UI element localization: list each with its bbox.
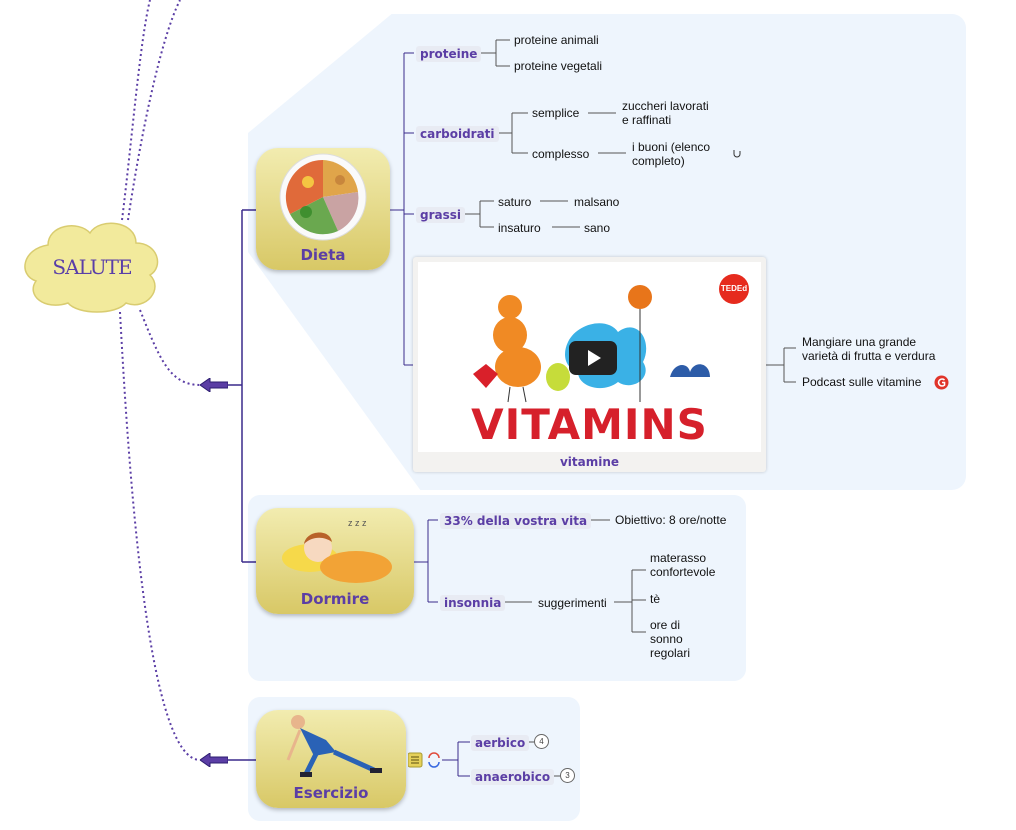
central-cloud-shape	[24, 222, 159, 313]
topic-esercizio[interactable]: Esercizio	[256, 710, 406, 808]
leaf-mangiare[interactable]: Mangiare una grande varietà di frutta e …	[802, 335, 935, 363]
subtopic-33-percent[interactable]: 33% della vostra vita	[440, 513, 592, 529]
video-caption: vitamine	[559, 455, 620, 469]
leaf-podcast[interactable]: Podcast sulle vitamine	[802, 375, 922, 389]
leaf-line: ore di	[650, 618, 681, 632]
sleeping-person-icon: z z z	[282, 518, 392, 583]
topic-dormire[interactable]: z z z Dormire	[256, 508, 414, 614]
subtopic-insonnia[interactable]: insonnia	[440, 595, 506, 611]
food-plate-icon	[279, 153, 367, 241]
leaf-proteine-vegetali[interactable]: proteine vegetali	[514, 59, 603, 73]
leaf-line: materasso	[650, 551, 707, 565]
leaf-buoni[interactable]: i buoni (elenco completo)	[632, 140, 710, 168]
leaf-insaturo[interactable]: insaturo	[498, 221, 541, 235]
subtopic-grassi[interactable]: grassi	[416, 207, 466, 223]
subtopic-proteine[interactable]: proteine	[416, 46, 482, 62]
leaf-line: Mangiare una grande	[802, 335, 917, 349]
leaf-malsano[interactable]: malsano	[574, 195, 620, 209]
leaf-proteine-animali[interactable]: proteine animali	[514, 33, 599, 47]
play-icon	[588, 350, 601, 366]
leaf-line: i buoni (elenco	[632, 140, 711, 154]
topic-label: Dieta	[300, 246, 346, 264]
topic-label: Esercizio	[293, 784, 369, 802]
notes-sync-icon[interactable]	[408, 752, 442, 768]
leaf-line: confortevole	[650, 565, 716, 579]
leaf-zuccheri[interactable]: zuccheri lavorati e raffinati	[622, 99, 709, 127]
child-count-badge[interactable]: 3	[560, 768, 575, 783]
topic-label: Dormire	[300, 590, 370, 608]
subtopic-aerbico[interactable]: aerbico	[471, 735, 530, 751]
video-thumbnail[interactable]: VITAMINS TEDEd	[418, 262, 761, 452]
collapse-arrow-icon[interactable]	[200, 378, 228, 392]
leaf-sano[interactable]: sano	[584, 221, 611, 235]
leaf-suggerimenti[interactable]: suggerimenti	[538, 596, 607, 610]
leaf-saturo[interactable]: saturo	[498, 195, 532, 209]
leaf-complesso[interactable]: complesso	[532, 147, 590, 161]
central-topic-label[interactable]: SALUTE	[52, 255, 132, 279]
leaf-line: completo)	[632, 154, 685, 168]
video-title: VITAMINS	[471, 400, 708, 449]
video-vitamine[interactable]: VITAMINS TEDEd vitamine	[413, 257, 766, 472]
leaf-semplice[interactable]: semplice	[532, 106, 580, 120]
leaf-line: varietà di frutta e verdura	[802, 349, 936, 363]
podcast-link-icon[interactable]	[934, 375, 949, 390]
leaf-obiettivo[interactable]: Obiettivo: 8 ore/notte	[615, 513, 727, 527]
leaf-line: sonno	[650, 632, 683, 646]
play-button[interactable]	[569, 341, 617, 375]
leaf-materasso[interactable]: materasso confortevole	[650, 551, 715, 579]
svg-text:z z z: z z z	[348, 518, 367, 528]
leaf-line: e raffinati	[622, 113, 672, 127]
child-count-badge[interactable]: 4	[534, 734, 549, 749]
leaf-line: zuccheri lavorati	[622, 99, 709, 113]
collapse-arrow-icon[interactable]	[200, 753, 228, 767]
topic-dieta[interactable]: Dieta	[256, 148, 390, 270]
subtopic-carboidrati[interactable]: carboidrati	[416, 126, 499, 142]
leaf-line: regolari	[650, 646, 691, 660]
link-icon[interactable]	[732, 148, 742, 158]
ted-ed-badge: TEDEd	[719, 274, 749, 304]
leaf-te[interactable]: tè	[650, 592, 661, 606]
subtopic-anaerobico[interactable]: anaerobico	[471, 769, 555, 785]
stretching-athlete-icon	[286, 715, 382, 777]
leaf-ore-di-sonno[interactable]: ore di sonno regolari	[650, 618, 690, 660]
